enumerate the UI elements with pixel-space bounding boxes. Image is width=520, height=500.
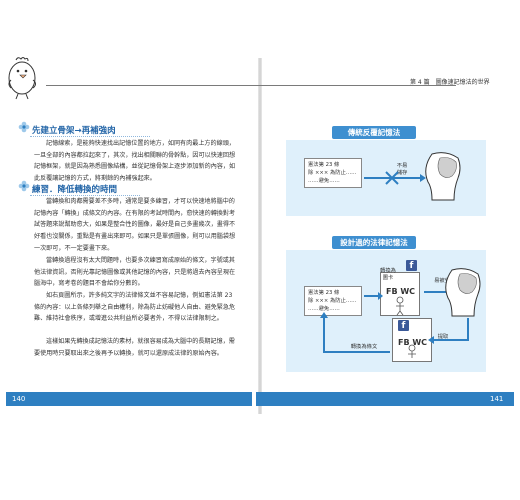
law-card-line: ……避免…… xyxy=(308,178,340,184)
heading-underline xyxy=(30,136,150,137)
box-title-traditional: 傳統反覆記憶法 xyxy=(332,126,416,139)
footer-bar-left xyxy=(6,392,252,406)
law-card-line: 憲法第 23 條 xyxy=(308,162,340,168)
card-text: FB WC xyxy=(386,287,416,296)
law-card: 憲法第 23 條 除 ××× 為防止…… ……避免…… xyxy=(304,286,362,316)
book-spread xyxy=(6,58,514,414)
paragraph-practice-1: 當轉換和肉都需要差不多時，通常是要多練習，才可以快速地將腦中的記憶內容「轉換」成… xyxy=(34,198,236,252)
flower-bullet-icon xyxy=(18,121,30,133)
paragraph-practice-3: 如右頁圖所示，許多純文字的法律條文並不容易記憶，例如憲法第 23 條的內容：以上… xyxy=(34,292,236,323)
paragraph-skeleton: 記憶線索，是能夠快速找出記憶位置的地方，如同有肉最上方的線頭，一旦全部的內容都拉… xyxy=(34,140,236,183)
page-number-right: 141 xyxy=(490,395,504,403)
left-page xyxy=(6,58,260,414)
label-convert-to-card: 轉換為圖卡 xyxy=(380,268,396,281)
header-rule xyxy=(46,85,456,86)
law-card-line: 憲法第 23 條 xyxy=(308,290,340,296)
chicken-mascot-icon xyxy=(8,57,36,100)
law-card-line: 除 ××× 為防止…… xyxy=(308,298,357,304)
facebook-logo-icon: f xyxy=(398,320,409,331)
chapter-title: 第 4 篇 圖像速記憶法的世界 xyxy=(410,79,490,86)
flower-bullet-icon xyxy=(18,180,30,192)
section-heading-skeleton: 先建立骨架→再補強肉 xyxy=(32,126,116,136)
book-gutter xyxy=(258,58,262,414)
label-convert-to-text: 轉換為條文 xyxy=(350,344,378,350)
law-card-line: ……避免…… xyxy=(308,306,340,312)
label-retrieve: 提取 xyxy=(437,334,449,340)
card-text: FB WC xyxy=(398,338,428,347)
heading-underline xyxy=(30,195,140,196)
box-title-designed: 設計過的法律記憶法 xyxy=(332,236,416,249)
paragraph-practice-2: 當轉換過程沒有太大問題時，也要多次練習寫成原始的條文，字號或其他法律資訊，否則光… xyxy=(34,257,236,288)
footer-bar-right xyxy=(256,392,514,406)
paragraph-practice-4: 這樣如果先轉換成記憶法的素材，就很容易成為大腦中的長期記憶，需要使用時只要取出來… xyxy=(34,338,235,357)
label-hard-to-store: 不易儲存 xyxy=(396,163,408,176)
section-heading-practice: 練習．降低轉換的時間 xyxy=(32,185,118,195)
page-number-left: 140 xyxy=(12,395,26,403)
law-card: 憲法第 23 條 除 ××× 為防止…… ……避免…… xyxy=(304,158,362,188)
facebook-logo-icon: f xyxy=(406,260,417,271)
law-card-line: 除 ××× 為防止…… xyxy=(308,170,357,176)
